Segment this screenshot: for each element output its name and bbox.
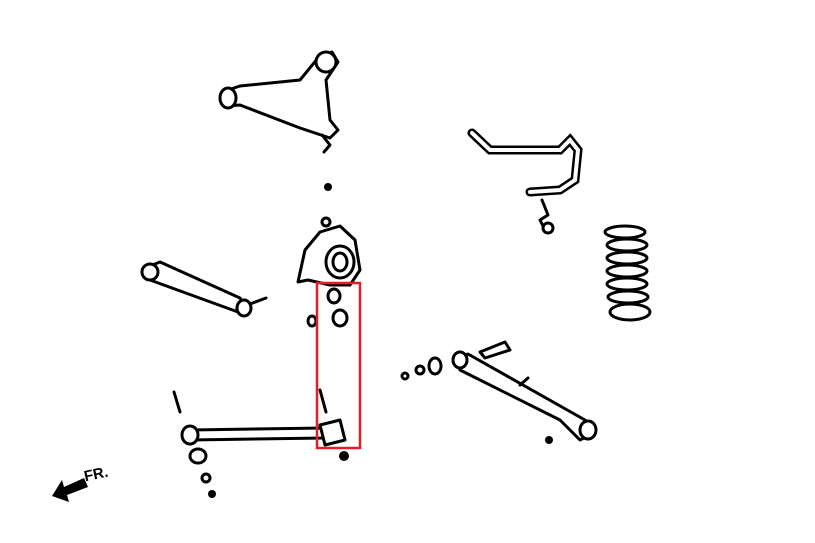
lower-arm [180,418,347,498]
upper-control-arm [218,50,340,191]
front-arrow-icon [52,478,88,502]
coil-spring [603,224,652,322]
trailing-arm [451,340,598,444]
highlight-box [315,281,362,450]
knuckle [296,216,362,287]
lateral-arm [140,260,268,318]
stabilizer-bar [467,128,583,235]
